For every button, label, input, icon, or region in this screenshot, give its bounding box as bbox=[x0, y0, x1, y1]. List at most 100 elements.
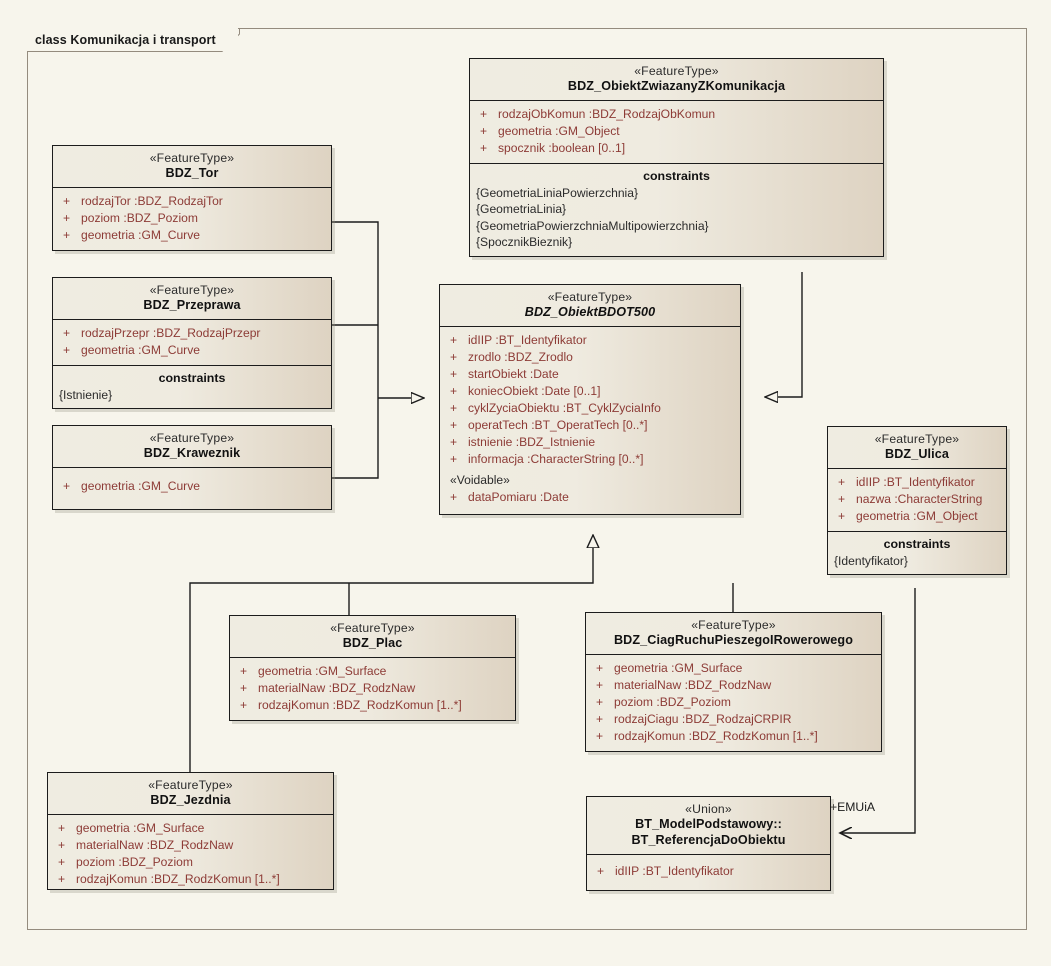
visibility-marker: + bbox=[450, 434, 458, 449]
attribute-row: + geometria :GM_Curve bbox=[57, 342, 327, 359]
class-bdz-obiektbdot500[interactable]: «FeatureType» BDZ_ObiektBDOT500 + idIIP :… bbox=[439, 284, 741, 515]
visibility-marker: + bbox=[63, 342, 71, 357]
visibility-marker: + bbox=[63, 478, 71, 493]
attribute-row: +nazwa :CharacterString bbox=[832, 491, 1002, 508]
visibility-marker: + bbox=[596, 660, 604, 675]
class-attributes: +rodzajObKomun :BDZ_RodzajObKomun + geome… bbox=[470, 101, 883, 164]
attribute-text: operatTech :BT_OperatTech [0..*] bbox=[468, 417, 648, 432]
attribute-row: +rodzajKomun :BDZ_RodzKomun [1..*] bbox=[590, 728, 877, 745]
constraints-title: constraints bbox=[158, 370, 226, 385]
class-header: «Union» BT_ModelPodstawowy:: BT_Referenc… bbox=[587, 797, 830, 855]
attribute-text: geometria :GM_Surface bbox=[258, 663, 387, 678]
class-attributes: + idIIP :BT_Identyfikator + zrodlo :BDZ_Zr… bbox=[440, 327, 740, 470]
class-stereotype: «FeatureType» bbox=[149, 431, 235, 445]
visibility-marker: + bbox=[838, 508, 846, 523]
class-stereotype: «FeatureType» bbox=[149, 151, 235, 165]
attribute-text: geometria :GM_Object bbox=[498, 123, 620, 138]
attribute-row: +dataPomiaru :Date bbox=[444, 489, 736, 506]
attribute-text: rodzajTor :BDZ_RodzajTor bbox=[81, 193, 223, 208]
visibility-marker: + bbox=[58, 837, 66, 852]
attribute-text: spocznik :boolean [0..1] bbox=[498, 140, 626, 155]
class-constraints: constraints {GeometriaLiniaPowierzchnia}… bbox=[470, 164, 883, 256]
class-constraints: constraints {Istnienie} bbox=[53, 366, 331, 409]
attribute-text: geometria :GM_Curve bbox=[81, 342, 200, 357]
class-bdz-kraweznik[interactable]: «FeatureType» BDZ_Kraweznik + geometria :… bbox=[52, 425, 332, 510]
class-name: BDZ_Ulica bbox=[885, 447, 949, 462]
visibility-marker: + bbox=[240, 680, 248, 695]
attribute-text: rodzajCiagu :BDZ_RodzajCRPIR bbox=[614, 711, 792, 726]
visibility-marker: + bbox=[450, 400, 458, 415]
visibility-marker: + bbox=[58, 871, 66, 886]
constraint-item: {GeometriaLiniaPowierzchnia} bbox=[476, 185, 639, 200]
visibility-marker: + bbox=[450, 332, 458, 347]
visibility-marker: + bbox=[450, 451, 458, 466]
visibility-marker: + bbox=[240, 663, 248, 678]
class-attributes: +idIIP :BT_Identyfikator bbox=[587, 855, 830, 890]
class-bdz-obiektzwiazanyzkomunikacja[interactable]: «FeatureType» BDZ_ObiektZwiazanyZKomunik… bbox=[469, 58, 884, 257]
visibility-marker: + bbox=[838, 491, 846, 506]
class-header: «FeatureType» BDZ_CiagRuchuPieszegoIRowe… bbox=[586, 613, 881, 655]
attribute-text: poziom :BDZ_Poziom bbox=[76, 854, 193, 869]
class-bdz-ciagruchupieszegoirowerowego[interactable]: «FeatureType» BDZ_CiagRuchuPieszegoIRowe… bbox=[585, 612, 882, 752]
class-attributes: + geometria :GM_Surface + materialNaw :BDZ… bbox=[48, 815, 333, 889]
class-header: «FeatureType» BDZ_ObiektZwiazanyZKomunik… bbox=[470, 59, 883, 101]
class-name-line1: BT_ModelPodstawowy:: bbox=[635, 817, 782, 832]
class-bdz-jezdnia[interactable]: «FeatureType» BDZ_Jezdnia +geometria :GM… bbox=[47, 772, 334, 890]
class-name: BDZ_Jezdnia bbox=[150, 793, 231, 808]
class-stereotype: «FeatureType» bbox=[874, 432, 960, 446]
attribute-text: geometria :GM_Surface bbox=[76, 820, 205, 835]
constraints-title: constraints bbox=[883, 536, 951, 551]
attribute-text: materialNaw :BDZ_RodzNaw bbox=[76, 837, 234, 852]
attribute-row: + geometria :GM_Object bbox=[832, 508, 1002, 525]
visibility-marker: + bbox=[480, 123, 488, 138]
attribute-row: +rodzajObKomun :BDZ_RodzajObKomun bbox=[474, 106, 879, 123]
class-bdz-ulica[interactable]: «FeatureType» BDZ_Ulica +idIIP :BT_Ident… bbox=[827, 426, 1007, 576]
attribute-text: rodzajKomun :BDZ_RodzKomun [1..*] bbox=[258, 697, 462, 712]
attribute-row: + geometria :GM_Surface bbox=[52, 820, 329, 837]
attribute-text: koniecObiekt :Date [0..1] bbox=[468, 383, 601, 398]
connector-label-emuia: +EMUiA bbox=[830, 800, 876, 814]
attribute-row: + rodzajKomun :BDZ_RodzKomun [1..*] bbox=[234, 697, 511, 714]
visibility-marker: + bbox=[240, 697, 248, 712]
attribute-row: + materialNaw :BDZ_RodzNaw bbox=[234, 680, 511, 697]
attribute-row: +koniecObiekt :Date [0..1] bbox=[444, 383, 736, 400]
attribute-text: istnienie :BDZ_Istnienie bbox=[468, 434, 596, 449]
visibility-marker: + bbox=[450, 349, 458, 364]
class-name: BDZ_Kraweznik bbox=[143, 446, 241, 461]
attribute-row: +idIIP :BT_Identyfikator bbox=[832, 474, 1002, 491]
visibility-marker: + bbox=[596, 728, 604, 743]
attribute-row: +geometria :GM_Curve bbox=[57, 227, 327, 244]
class-header: «FeatureType» BDZ_Plac bbox=[230, 616, 515, 658]
attribute-row: + geometria :GM_Curve bbox=[57, 478, 327, 495]
class-attributes: + geometria :GM_Curve bbox=[53, 468, 331, 509]
attribute-row: + geometria :GM_Surface bbox=[234, 663, 511, 680]
attribute-row: + idIIP :BT_Identyfikator bbox=[444, 332, 736, 349]
class-bdz-tor[interactable]: «FeatureType» BDZ_Tor +rodzajTor :BDZ_Ro… bbox=[52, 145, 332, 251]
attribute-text: zrodlo :BDZ_Zrodlo bbox=[468, 349, 573, 364]
visibility-marker: + bbox=[58, 820, 66, 835]
attribute-text: geometria :GM_Surface bbox=[614, 660, 743, 675]
attribute-text: cyklZyciaObiektu :BT_CyklZyciaInfo bbox=[468, 400, 661, 415]
attribute-row: +informacja :CharacterString [0..*] bbox=[444, 451, 736, 468]
attribute-text: geometria :GM_Object bbox=[856, 508, 978, 523]
class-header: «FeatureType» BDZ_ObiektBDOT500 bbox=[440, 285, 740, 327]
class-name-line2: BT_ReferencjaDoObiektu bbox=[631, 832, 786, 847]
attribute-text: poziom :BDZ_Poziom bbox=[614, 694, 731, 709]
attribute-row: + istnienie :BDZ_Istnienie bbox=[444, 434, 736, 451]
class-header: «FeatureType» BDZ_Ulica bbox=[828, 427, 1006, 469]
visibility-marker: + bbox=[450, 366, 458, 381]
attribute-text: geometria :GM_Curve bbox=[81, 478, 200, 493]
attribute-row: +rodzajTor :BDZ_RodzajTor bbox=[57, 193, 327, 210]
visibility-marker: + bbox=[63, 227, 71, 242]
class-bt-referencjadoobiektu[interactable]: «Union» BT_ModelPodstawowy:: BT_Referenc… bbox=[586, 796, 831, 891]
attribute-text: rodzajPrzepr :BDZ_RodzajPrzepr bbox=[81, 325, 261, 340]
class-bdz-przeprawa[interactable]: «FeatureType» BDZ_Przeprawa +rodzajPrzep… bbox=[52, 277, 332, 410]
attribute-text: materialNaw :BDZ_RodzNaw bbox=[258, 680, 416, 695]
class-bdz-plac[interactable]: «FeatureType» BDZ_Plac + geometria :GM_Su… bbox=[229, 615, 516, 721]
attribute-text: idIIP :BT_Identyfikator bbox=[468, 332, 587, 347]
constraint-item: {Identyfikator} bbox=[834, 553, 908, 568]
attribute-row: + geometria :GM_Surface bbox=[590, 660, 877, 677]
class-attributes: + geometria :GM_Surface + materialNaw :BDZ… bbox=[230, 658, 515, 720]
attribute-row: +rodzajPrzepr :BDZ_RodzajPrzepr bbox=[57, 325, 327, 342]
